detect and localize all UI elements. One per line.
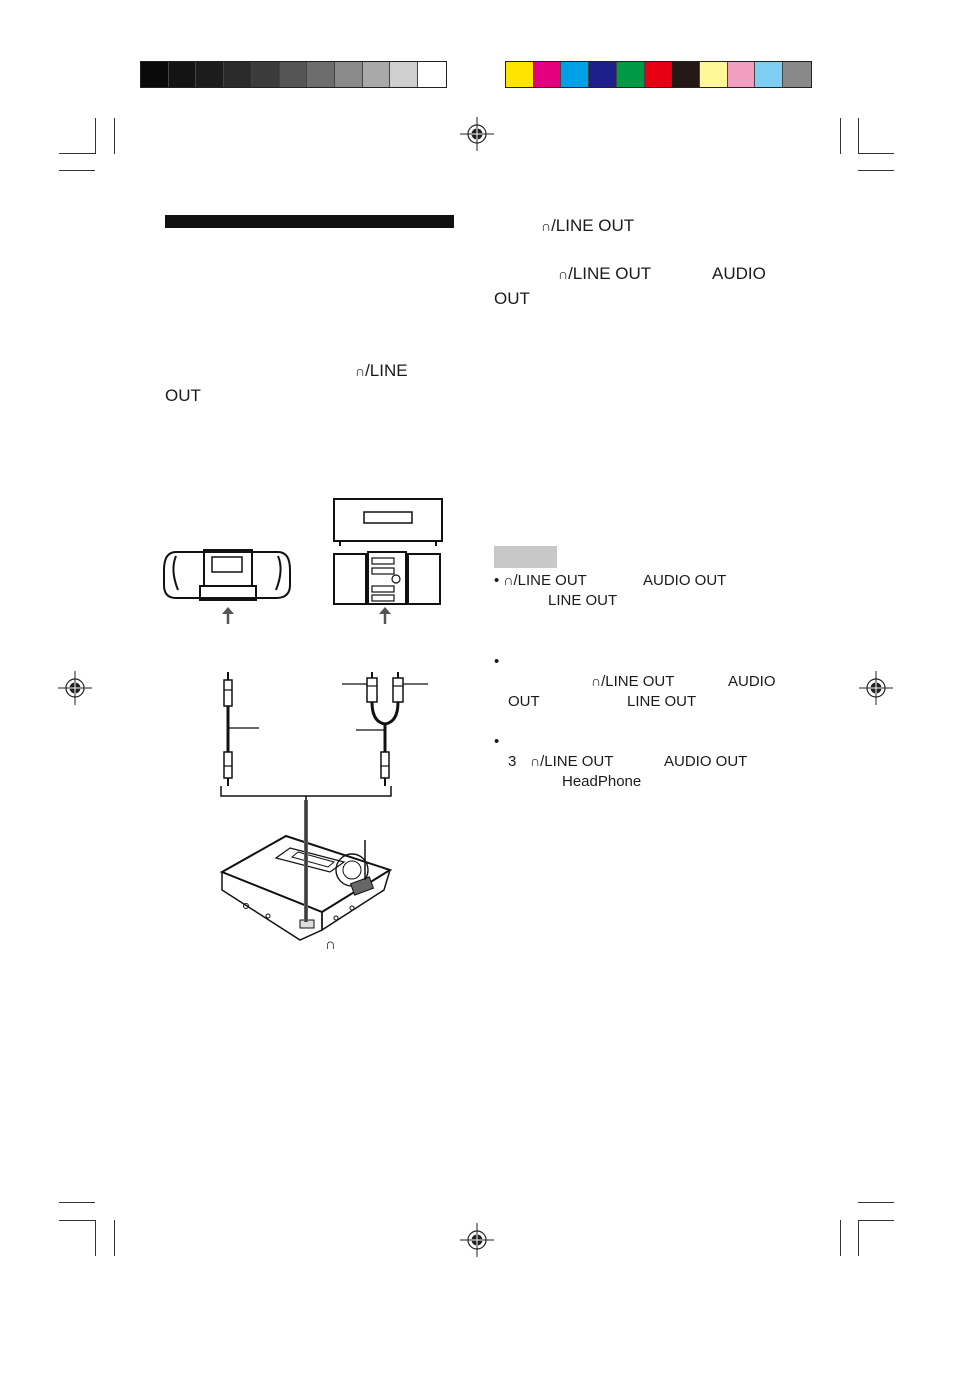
grayscale-swatch	[418, 62, 446, 87]
notes-label-box	[494, 546, 557, 568]
note2-audio: AUDIO	[728, 673, 776, 690]
left-jack-line1: ∩/LINE	[355, 361, 408, 380]
registration-mark-bottom	[459, 1222, 495, 1258]
process-swatch	[727, 62, 756, 87]
crop-mark	[840, 1220, 841, 1256]
md-player-illustration	[219, 834, 393, 941]
registration-mark-top	[459, 116, 495, 152]
note3-bullet: •	[494, 733, 500, 750]
crop-mark	[59, 153, 95, 154]
crop-mark	[59, 1202, 95, 1203]
process-swatch	[755, 62, 784, 87]
grayscale-swatch	[279, 62, 308, 87]
boombox-illustration	[163, 549, 291, 601]
note2-jack: ∩/LINE OUT	[591, 673, 675, 690]
process-swatch	[616, 62, 645, 87]
process-color-bar	[505, 61, 812, 88]
crop-mark	[114, 1220, 115, 1256]
crop-mark	[858, 1220, 894, 1221]
headphone-icon: ∩	[325, 936, 336, 953]
heading-jack: ∩/LINE OUT	[541, 216, 635, 235]
grayscale-swatch	[168, 62, 197, 87]
grayscale-swatch	[141, 62, 169, 87]
grayscale-swatch	[196, 62, 225, 87]
stereo-plug-cable	[223, 672, 259, 786]
headphone-icon: ∩	[503, 572, 514, 588]
crop-mark	[858, 170, 894, 171]
note1-line1: • ∩/LINE OUT	[494, 572, 587, 589]
crop-mark	[59, 1220, 95, 1221]
stereo-system-illustration	[333, 498, 443, 605]
headphone-icon: ∩	[591, 673, 602, 689]
para-jack: ∩/LINE OUT	[558, 264, 652, 283]
para-out: OUT	[494, 289, 530, 308]
crop-mark	[114, 118, 115, 154]
grayscale-swatch	[224, 62, 252, 87]
registration-mark-left	[57, 670, 93, 706]
grayscale-swatch	[335, 62, 363, 87]
note1-line: LINE OUT	[548, 592, 618, 609]
registration-mark-right	[858, 670, 894, 706]
cable-bracket	[220, 786, 392, 800]
crop-mark	[858, 153, 894, 154]
note3-jack: ∩/LINE OUT	[530, 753, 614, 770]
crop-mark	[858, 118, 859, 154]
arrow-up-icon	[379, 607, 391, 624]
grayscale-swatch	[362, 62, 391, 87]
section-heading-bar	[165, 215, 454, 228]
process-swatch	[672, 62, 701, 87]
arrow-up-icon	[222, 607, 234, 624]
headphone-icon: ∩	[530, 753, 541, 769]
crop-mark	[95, 118, 96, 154]
process-swatch	[561, 62, 590, 87]
note2-line: LINE OUT	[627, 693, 697, 710]
crop-mark	[95, 1220, 96, 1256]
headphone-icon: ∩	[541, 218, 552, 234]
headphone-icon: ∩	[355, 363, 366, 379]
rca-pin-cable	[342, 672, 428, 786]
note2-out: OUT	[508, 693, 540, 710]
crop-mark	[840, 118, 841, 154]
note2-bullet: •	[494, 653, 500, 670]
note3-num: 3	[508, 753, 517, 770]
para-audio: AUDIO	[712, 264, 766, 283]
process-swatch	[506, 62, 534, 87]
process-swatch	[783, 62, 811, 87]
crop-mark	[858, 1202, 894, 1203]
process-swatch	[589, 62, 617, 87]
note3-audio: AUDIO OUT	[664, 753, 748, 770]
process-swatch	[700, 62, 728, 87]
note3-hp: HeadPhone	[562, 773, 642, 790]
grayscale-swatch	[251, 62, 280, 87]
grayscale-swatch	[307, 62, 336, 87]
crop-mark	[59, 170, 95, 171]
grayscale-swatch	[390, 62, 419, 87]
note1-audio: AUDIO OUT	[643, 572, 727, 589]
grayscale-color-bar	[140, 61, 447, 88]
crop-mark	[858, 1220, 859, 1256]
process-swatch	[644, 62, 673, 87]
process-swatch	[533, 62, 562, 87]
headphone-icon: ∩	[558, 266, 569, 282]
left-jack-line2: OUT	[165, 386, 201, 405]
